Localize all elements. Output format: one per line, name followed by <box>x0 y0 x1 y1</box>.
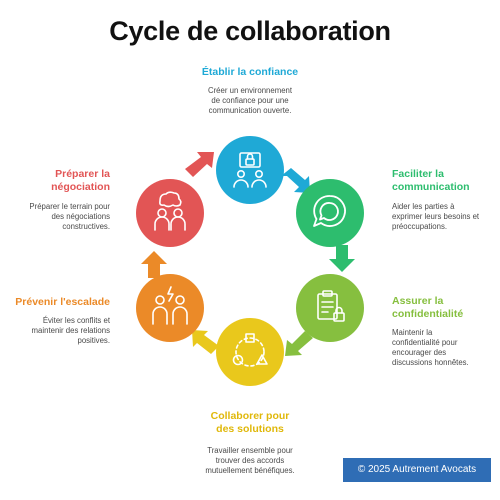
discussion-people-icon <box>154 191 186 231</box>
document-lock-icon <box>317 290 345 322</box>
arrow-escalation-to-negotiation <box>141 251 167 278</box>
circle-negotiation <box>136 179 204 247</box>
circle-escalation <box>136 274 204 342</box>
step-description-line: Travailler ensemble pour <box>207 446 293 455</box>
cycle-connectors <box>141 152 355 356</box>
step-description-line: communication ouverte. <box>208 106 292 115</box>
step-circle-communication <box>296 179 364 247</box>
step-title-line: négociation <box>51 181 110 193</box>
step-description-line: préoccupations. <box>392 222 448 231</box>
step-description-line: de confiance pour une <box>211 96 289 105</box>
step-description-line: Préparer le terrain pour <box>29 202 110 211</box>
step-title-confidentiality: Assurer la confidentialité <box>392 295 497 321</box>
step-title-line: Assurer la <box>392 295 444 307</box>
arrow-communication-to-confidentiality <box>329 245 355 272</box>
step-title-line: Faciliter la <box>392 168 444 180</box>
step-circle-confidentiality <box>296 274 364 342</box>
step-title-trust: Établir la confiance <box>201 66 299 78</box>
arrow-negotiation-to-trust <box>185 152 214 177</box>
step-title-escalation: Prévenir l'escalade <box>15 296 110 308</box>
step-circle-negotiation <box>136 179 204 247</box>
step-title-negotiation: Préparer la négociation <box>2 168 110 194</box>
arrow-confidentiality-to-solutions <box>285 331 313 356</box>
step-title-line: communication <box>392 181 470 193</box>
copyright-badge: © 2025 Autrement Avocats <box>343 458 491 482</box>
step-description-line: exprimer leurs besoins et <box>392 212 480 221</box>
step-description-line: positives. <box>77 336 110 345</box>
step-title-line: Collaborer pour <box>210 410 290 422</box>
step-title-solutions: Collaborer pour des solutions <box>175 410 325 436</box>
step-description-line: Maintenir la <box>392 328 433 337</box>
step-circle-solutions <box>216 318 284 386</box>
step-description-line: encourager des <box>392 348 447 357</box>
circle-solutions <box>216 318 284 386</box>
step-description-communication: Aider les parties à exprimer leurs besoi… <box>392 202 497 232</box>
step-description-confidentiality: Maintenir la confidentialité pour encour… <box>392 328 497 368</box>
step-title-line: confidentialité <box>392 308 464 320</box>
conflict-people-icon <box>152 286 188 325</box>
step-description-line: Aider les parties à <box>392 202 455 211</box>
circle-communication <box>296 179 364 247</box>
circle-confidentiality <box>296 274 364 342</box>
step-description-line: trouver des accords <box>215 456 285 465</box>
step-description-line: discussions honnêtes. <box>392 358 469 367</box>
step-description-line: Créer un environnement <box>207 86 293 95</box>
step-description-trust: Créer un environnement de confiance pour… <box>160 86 340 116</box>
step-description-line: Éviter les conflits et <box>42 316 110 325</box>
step-description-negotiation: Préparer le terrain pour des négociation… <box>2 202 110 232</box>
step-description-line: maintenir des relations <box>31 326 110 335</box>
step-title-line: des solutions <box>216 423 284 435</box>
step-circle-escalation <box>136 274 204 342</box>
page-title: Cycle de collaboration <box>109 16 391 46</box>
circle-trust <box>216 136 284 204</box>
step-circle-trust <box>216 136 284 204</box>
arrow-solutions-to-escalation <box>192 330 219 354</box>
handshake-lock-icon <box>233 152 267 188</box>
step-description-line: mutuellement bénéfiques. <box>205 466 295 475</box>
step-title-communication: Faciliter la communication <box>392 168 497 194</box>
collaboration-shapes-icon <box>232 333 268 367</box>
step-description-line: des négociations <box>51 212 110 221</box>
step-description-line: confidentialité pour <box>392 338 458 347</box>
step-description-escalation: Éviter les conflits et maintenir des rel… <box>2 316 110 346</box>
step-description-solutions: Travailler ensemble pour trouver des acc… <box>175 446 325 476</box>
step-description-line: constructives. <box>62 222 110 231</box>
arrow-trust-to-communication <box>281 168 310 193</box>
step-title-line: Préparer la <box>55 168 110 180</box>
speech-bubble-icon <box>313 195 346 227</box>
